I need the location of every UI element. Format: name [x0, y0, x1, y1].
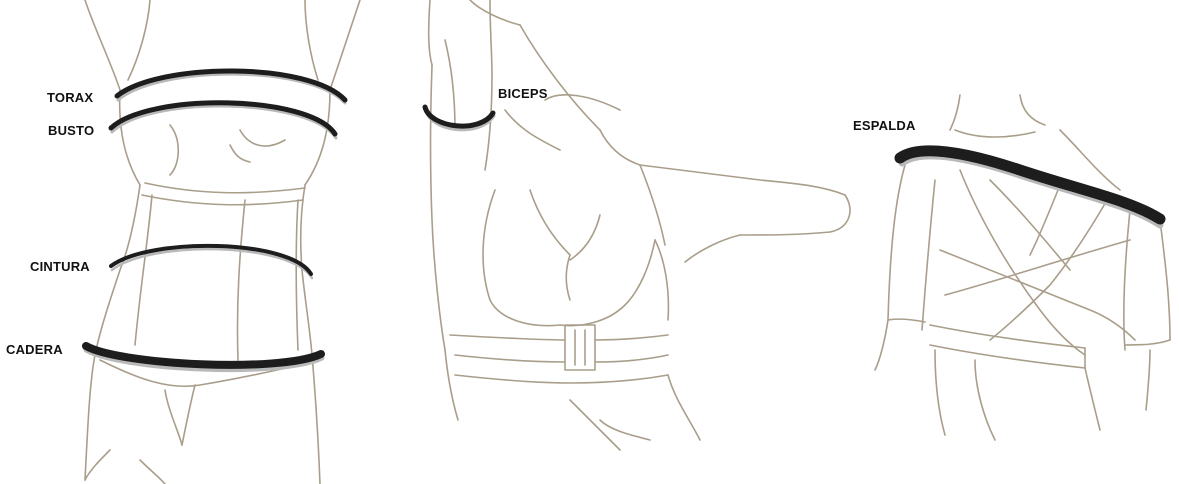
espalda-band	[900, 151, 1160, 225]
label-biceps: BICEPS	[498, 86, 548, 101]
label-espalda: ESPALDA	[853, 118, 916, 133]
label-torax: TORAX	[47, 90, 93, 105]
busto-band	[111, 103, 336, 138]
label-cintura: CINTURA	[30, 259, 90, 274]
label-cadera: CADERA	[6, 342, 63, 357]
torax-band	[117, 71, 345, 103]
cadera-band	[86, 346, 322, 370]
cintura-band	[111, 246, 312, 278]
biceps-band	[425, 107, 494, 130]
label-busto: BUSTO	[48, 123, 94, 138]
